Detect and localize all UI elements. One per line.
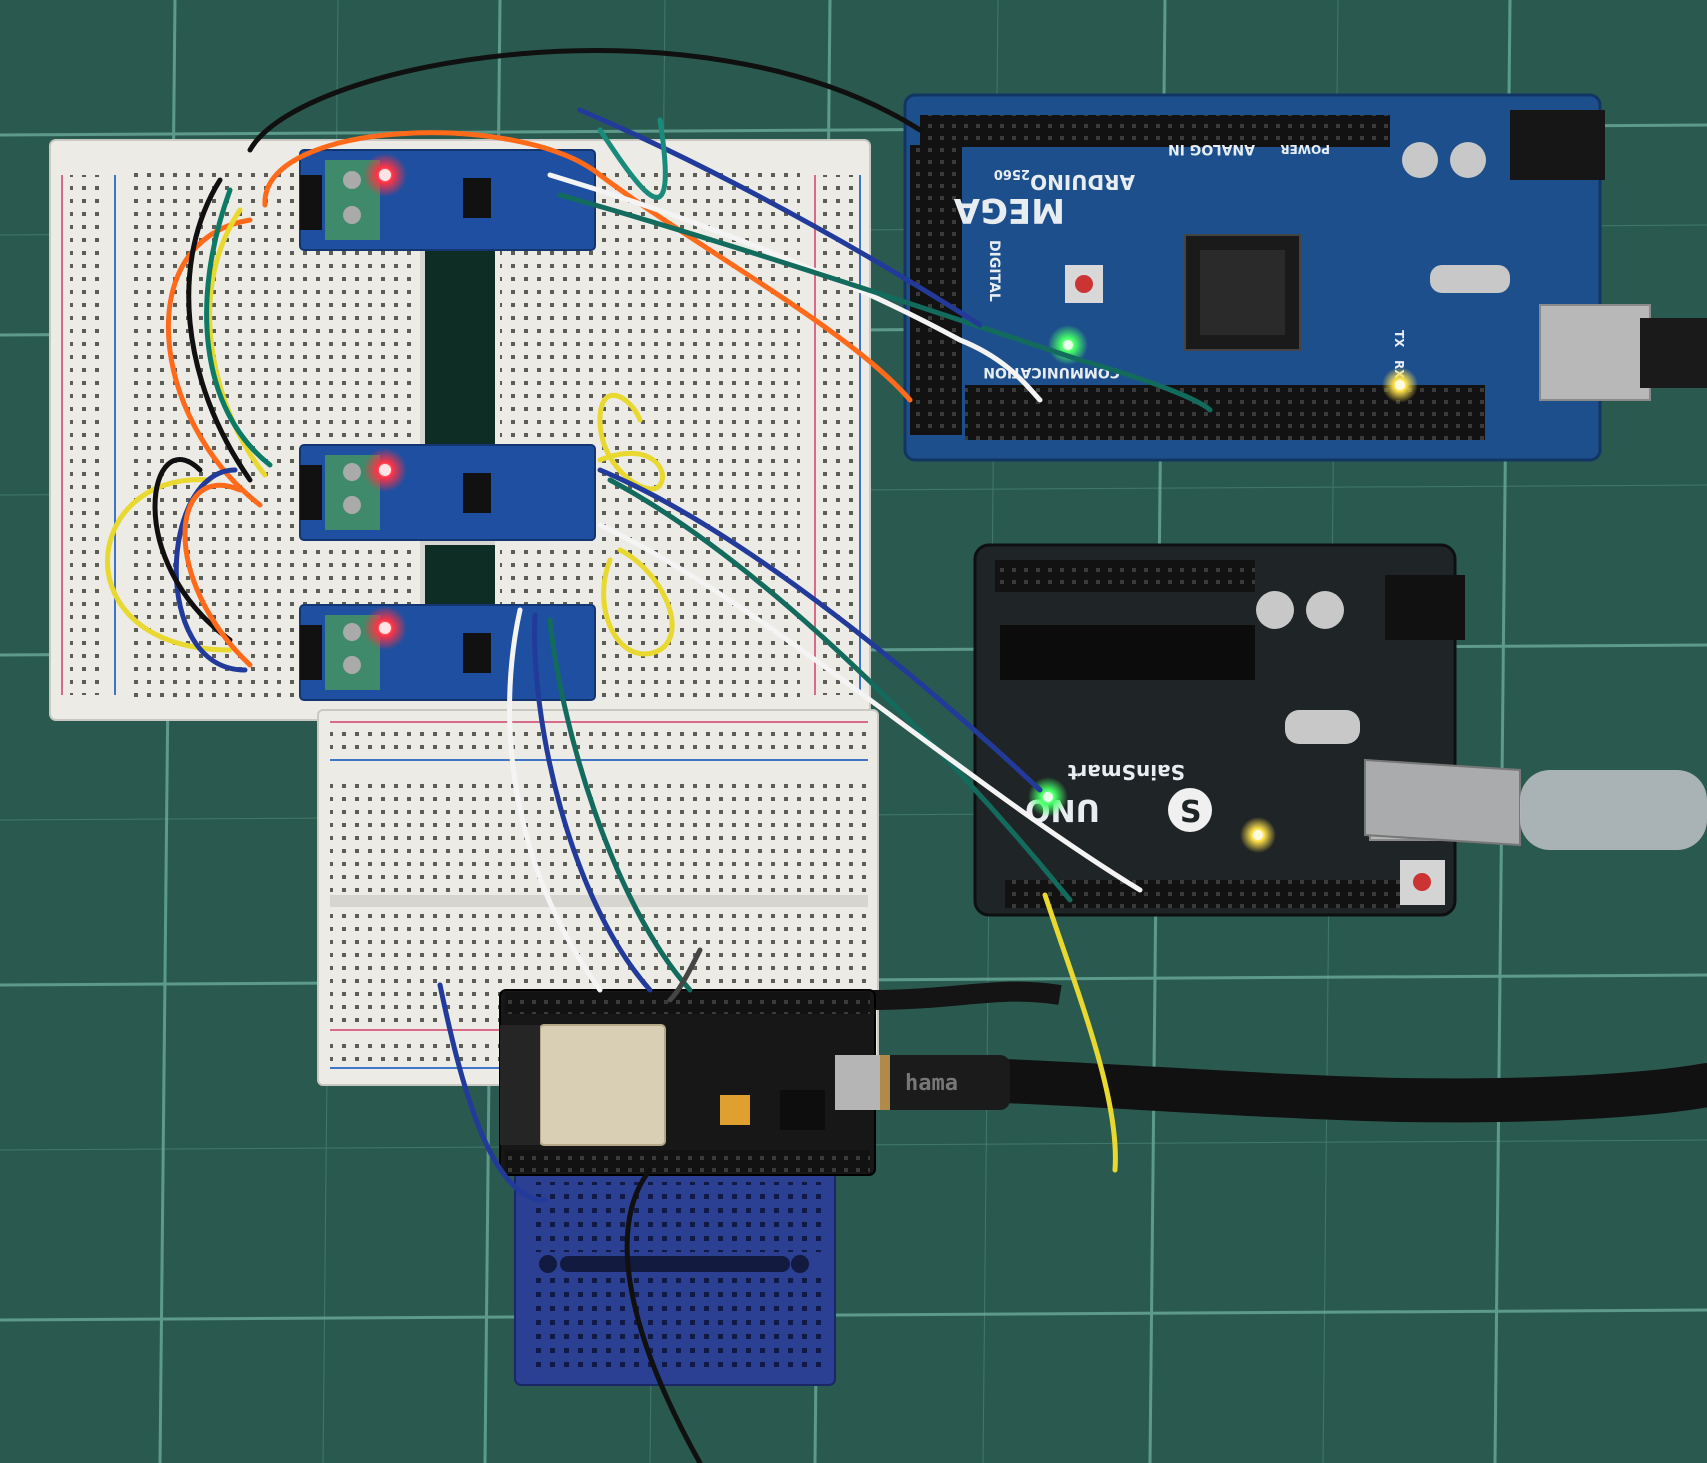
mega-model-label: MEGA xyxy=(953,190,1065,230)
esp32-devkit-board xyxy=(499,989,880,1176)
usb-cable-mega xyxy=(1640,318,1707,388)
arduino-mega-board: ARDUINO MEGA 2560 DIGITAL ANALOG IN POWE… xyxy=(903,93,1651,462)
rs485-module-2 xyxy=(299,444,596,541)
uno-logo: S xyxy=(1180,795,1202,830)
mega-variant-label: 2560 xyxy=(994,166,1030,181)
usb-cable-esp32: hama xyxy=(858,981,1707,1123)
arduino-uno-board: S SainSmart UNO xyxy=(973,543,1466,917)
mega-digital-label: DIGITAL xyxy=(986,240,1002,302)
usb-cable-uno xyxy=(1364,758,1707,850)
esp32-cable-brand-label: hama xyxy=(905,1071,958,1096)
mini-breadboard xyxy=(514,1169,836,1386)
uno-yellow-led xyxy=(1240,817,1276,853)
jumper-wires xyxy=(105,48,1213,1463)
uno-brand-label: SainSmart xyxy=(1067,760,1185,784)
mega-tx-label: TX xyxy=(1392,330,1406,348)
mega-yellow-led xyxy=(1382,367,1418,403)
rs485-module-3 xyxy=(299,604,596,701)
mega-brand-label: ARDUINO xyxy=(1030,170,1135,194)
mega-analog-label: ANALOG IN xyxy=(1168,141,1255,157)
rs485-module-1 xyxy=(299,149,596,251)
mega-power-label: POWER xyxy=(1280,142,1330,156)
